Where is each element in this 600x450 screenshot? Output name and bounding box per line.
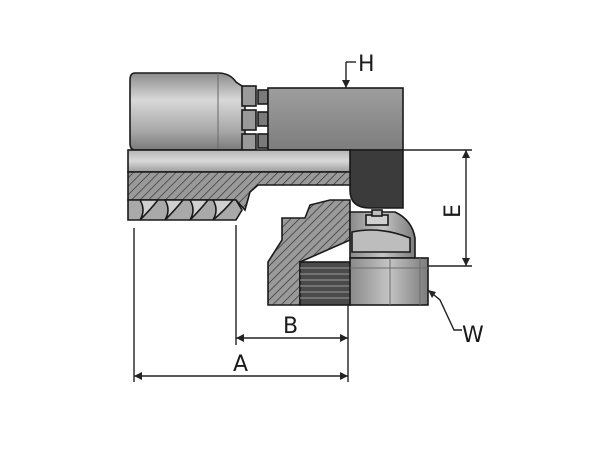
dimension-h: H	[342, 52, 375, 88]
dimension-a: A	[133, 228, 349, 382]
label-e: E	[441, 204, 466, 218]
dimension-b: B	[235, 225, 349, 345]
nut-inner-bore	[299, 261, 351, 306]
collar-rings	[241, 85, 269, 151]
elbow-block	[267, 87, 404, 151]
hex-nut	[349, 257, 429, 306]
label-a: A	[233, 352, 248, 377]
tube-stem	[127, 149, 351, 173]
dimension-w: W	[427, 289, 484, 348]
hose-barbs	[127, 199, 243, 221]
block-bore	[349, 149, 404, 209]
dimension-e: E	[403, 149, 472, 267]
label-b: B	[283, 314, 298, 339]
label-h: H	[358, 52, 375, 77]
swivel-nut	[349, 209, 416, 259]
ferrule-body	[129, 72, 246, 151]
nut-section-hatched	[267, 199, 351, 306]
label-w: W	[462, 323, 484, 348]
